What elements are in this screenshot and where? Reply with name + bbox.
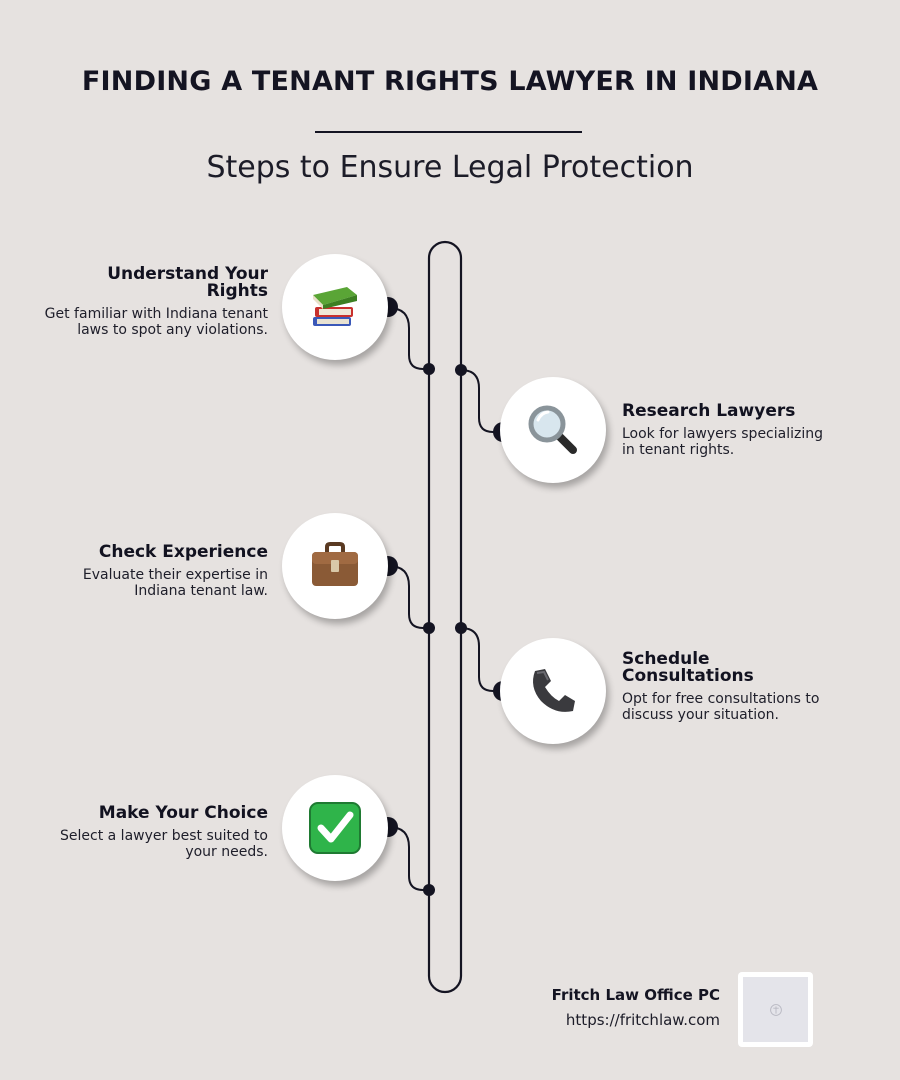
step-1-description: Get familiar with Indiana tenant laws to… (44, 306, 268, 338)
step-4-title: Schedule Consultations (622, 649, 754, 686)
company-logo (738, 972, 813, 1047)
step-5-icon-circle (282, 775, 388, 881)
step-1-icon-circle (282, 254, 388, 360)
step-3-description: Evaluate their expertise in Indiana tena… (82, 567, 268, 599)
connector-step-4 (460, 627, 503, 692)
briefcase-icon (312, 542, 358, 586)
step-4-text: Schedule Consultations Opt for free cons… (622, 649, 832, 724)
connector-step-5 (388, 826, 429, 891)
footer-company-name: Fritch Law Office PC (551, 986, 720, 1004)
step-2-text: Research Lawyers Look for lawyers specia… (622, 401, 832, 459)
title-divider (315, 131, 582, 133)
connector-step-2 (460, 369, 503, 433)
step-3-text: Check Experience Evaluate their expertis… (40, 542, 268, 600)
junction-step-1 (423, 363, 435, 375)
step-2-title: Research Lawyers (622, 401, 796, 421)
step-3-icon-circle (282, 513, 388, 619)
step-4-description: Opt for free consultations to discuss yo… (622, 691, 820, 723)
step-4-icon-circle (500, 638, 606, 744)
page-subtitle: Steps to Ensure Legal Protection (206, 150, 694, 185)
connector-step-3 (388, 565, 429, 629)
step-2-description: Look for lawyers specializing in tenant … (622, 426, 823, 458)
junction-step-2 (455, 364, 467, 376)
step-2-icon-circle (500, 377, 606, 483)
timeline-track (427, 240, 463, 994)
page-title: FINDING A TENANT RIGHTS LAWYER IN INDIAN… (81, 66, 819, 97)
junction-step-4 (455, 622, 467, 634)
step-1-title: Understand Your Rights (107, 264, 268, 301)
step-5-title: Make Your Choice (98, 803, 268, 823)
junction-step-3 (423, 622, 435, 634)
junction-step-5 (423, 884, 435, 896)
step-3-title: Check Experience (98, 542, 268, 562)
check-mark-icon (309, 802, 361, 854)
connector-step-1 (388, 307, 429, 370)
magnifying-glass-icon (528, 405, 577, 454)
footer-website-link[interactable]: https://fritchlaw.com (565, 1011, 720, 1029)
step-1-text: Understand Your Rights Get familiar with… (40, 264, 268, 339)
step-5-description: Select a lawyer best suited to your need… (60, 828, 268, 860)
law-office-logo-icon (769, 1003, 782, 1016)
step-5-text: Make Your Choice Select a lawyer best su… (40, 803, 268, 861)
telephone-icon (533, 669, 575, 712)
books-icon (313, 287, 357, 326)
